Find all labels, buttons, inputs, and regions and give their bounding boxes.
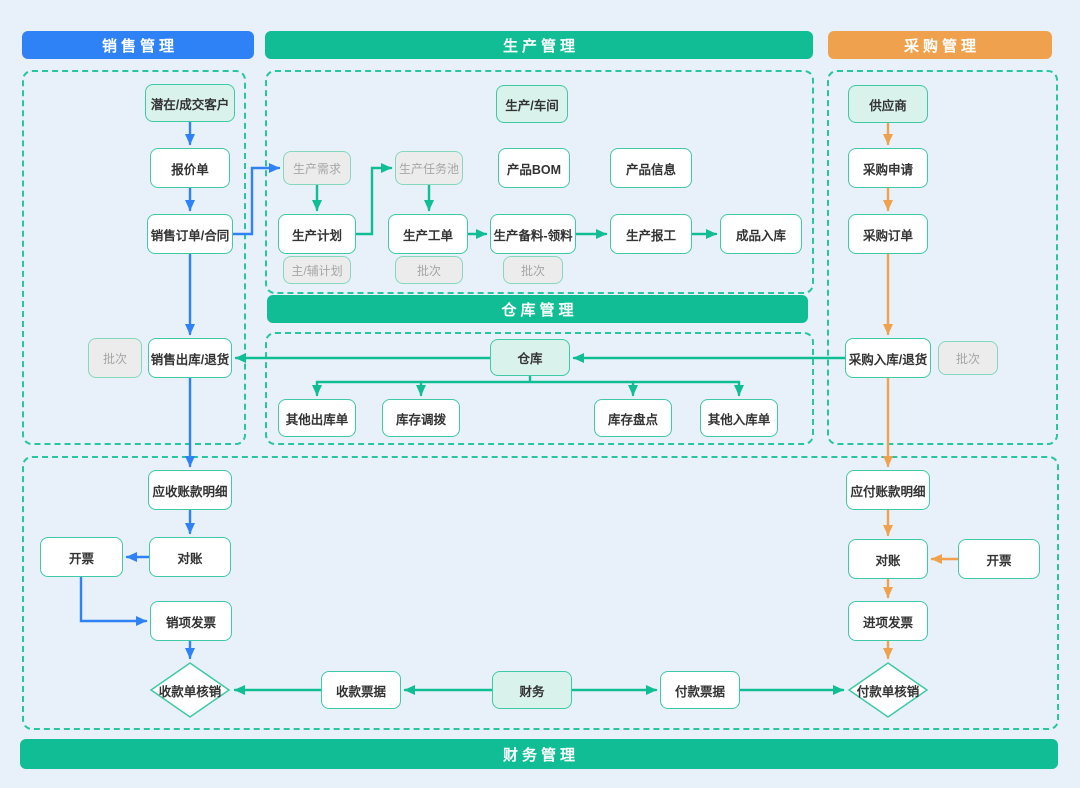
- section-header-finance: 财务管理: [20, 739, 1058, 769]
- node-other-inbound: 其他入库单: [700, 399, 778, 437]
- node-finance-dept: 财务: [492, 671, 572, 709]
- node-main-aux-plan: 主/辅计划: [283, 256, 351, 284]
- node-prod-demand: 生产需求: [283, 151, 351, 185]
- section-header-sales: 销售管理: [22, 31, 254, 59]
- node-workshop: 生产/车间: [496, 85, 568, 123]
- node-other-outbound: 其他出库单: [278, 399, 356, 437]
- node-ar-detail: 应收账款明细: [148, 470, 232, 510]
- node-quotation: 报价单: [150, 148, 230, 188]
- arrow-sales-order-to-prod-demand: [231, 163, 281, 236]
- section-header-warehouse: 仓库管理: [267, 295, 808, 323]
- node-receipt-writeoff: 收款单核销: [149, 662, 231, 718]
- node-prod-plan: 生产计划: [278, 214, 356, 254]
- warehouse-branch-trunk: [315, 374, 741, 384]
- node-invoice-ar: 开票: [40, 537, 123, 577]
- node-prod-picking: 生产备料-领料: [490, 214, 576, 254]
- node-payment-bill: 付款票据: [660, 671, 740, 709]
- diamond-shape: [149, 662, 231, 718]
- node-customer: 潜在/成交客户: [145, 84, 235, 122]
- arrow-invoice-ar-to-sales-invoice: [79, 575, 148, 626]
- node-batch-sales: 批次: [88, 338, 142, 378]
- node-ap-detail: 应付账款明细: [846, 470, 930, 510]
- node-reconcile-ap: 对账: [848, 539, 928, 579]
- node-sales-order: 销售订单/合同: [147, 214, 233, 254]
- section-header-purchase: 采购管理: [828, 31, 1052, 59]
- node-warehouse: 仓库: [490, 339, 570, 376]
- diamond-shape: [847, 662, 929, 718]
- node-payment-writeoff: 付款单核销: [847, 662, 929, 718]
- section-header-production: 生产管理: [265, 31, 813, 59]
- arrow-prod-plan-to-task-pool: [354, 163, 393, 236]
- node-payment-writeoff-label: 付款单核销: [856, 684, 920, 699]
- node-stock-count: 库存盘点: [594, 399, 672, 437]
- node-batch-picking: 批次: [503, 256, 563, 284]
- node-reconcile-ar: 对账: [149, 537, 231, 577]
- node-supplier: 供应商: [848, 85, 928, 123]
- node-product-bom: 产品BOM: [498, 148, 570, 188]
- node-purchase-request: 采购申请: [848, 148, 928, 188]
- node-batch-workorder: 批次: [395, 256, 463, 284]
- node-stock-transfer: 库存调拨: [382, 399, 460, 437]
- production-region: [265, 70, 814, 294]
- node-product-info: 产品信息: [610, 148, 692, 188]
- node-receipt-writeoff-label: 收款单核销: [158, 684, 222, 699]
- node-prod-report: 生产报工: [610, 214, 692, 254]
- node-invoice-ap: 开票: [958, 539, 1040, 579]
- node-sales-invoice: 销项发票: [150, 601, 232, 641]
- purchase-region: [827, 70, 1058, 445]
- node-batch-purchase: 批次: [938, 341, 998, 375]
- node-purchase-order: 采购订单: [848, 214, 928, 254]
- node-prod-task-pool: 生产任务池: [395, 151, 463, 185]
- node-finished-inbound: 成品入库: [720, 214, 802, 254]
- node-receipt-bill: 收款票据: [321, 671, 401, 709]
- sales-region: [22, 70, 246, 445]
- finance-region: [22, 456, 1059, 730]
- node-purchase-inbound: 采购入库/退货: [845, 338, 931, 378]
- node-prod-workorder: 生产工单: [388, 214, 468, 254]
- node-sales-outbound: 销售出库/退货: [148, 338, 232, 378]
- node-purchase-invoice: 进项发票: [848, 601, 928, 641]
- warehouse-region: [265, 332, 814, 445]
